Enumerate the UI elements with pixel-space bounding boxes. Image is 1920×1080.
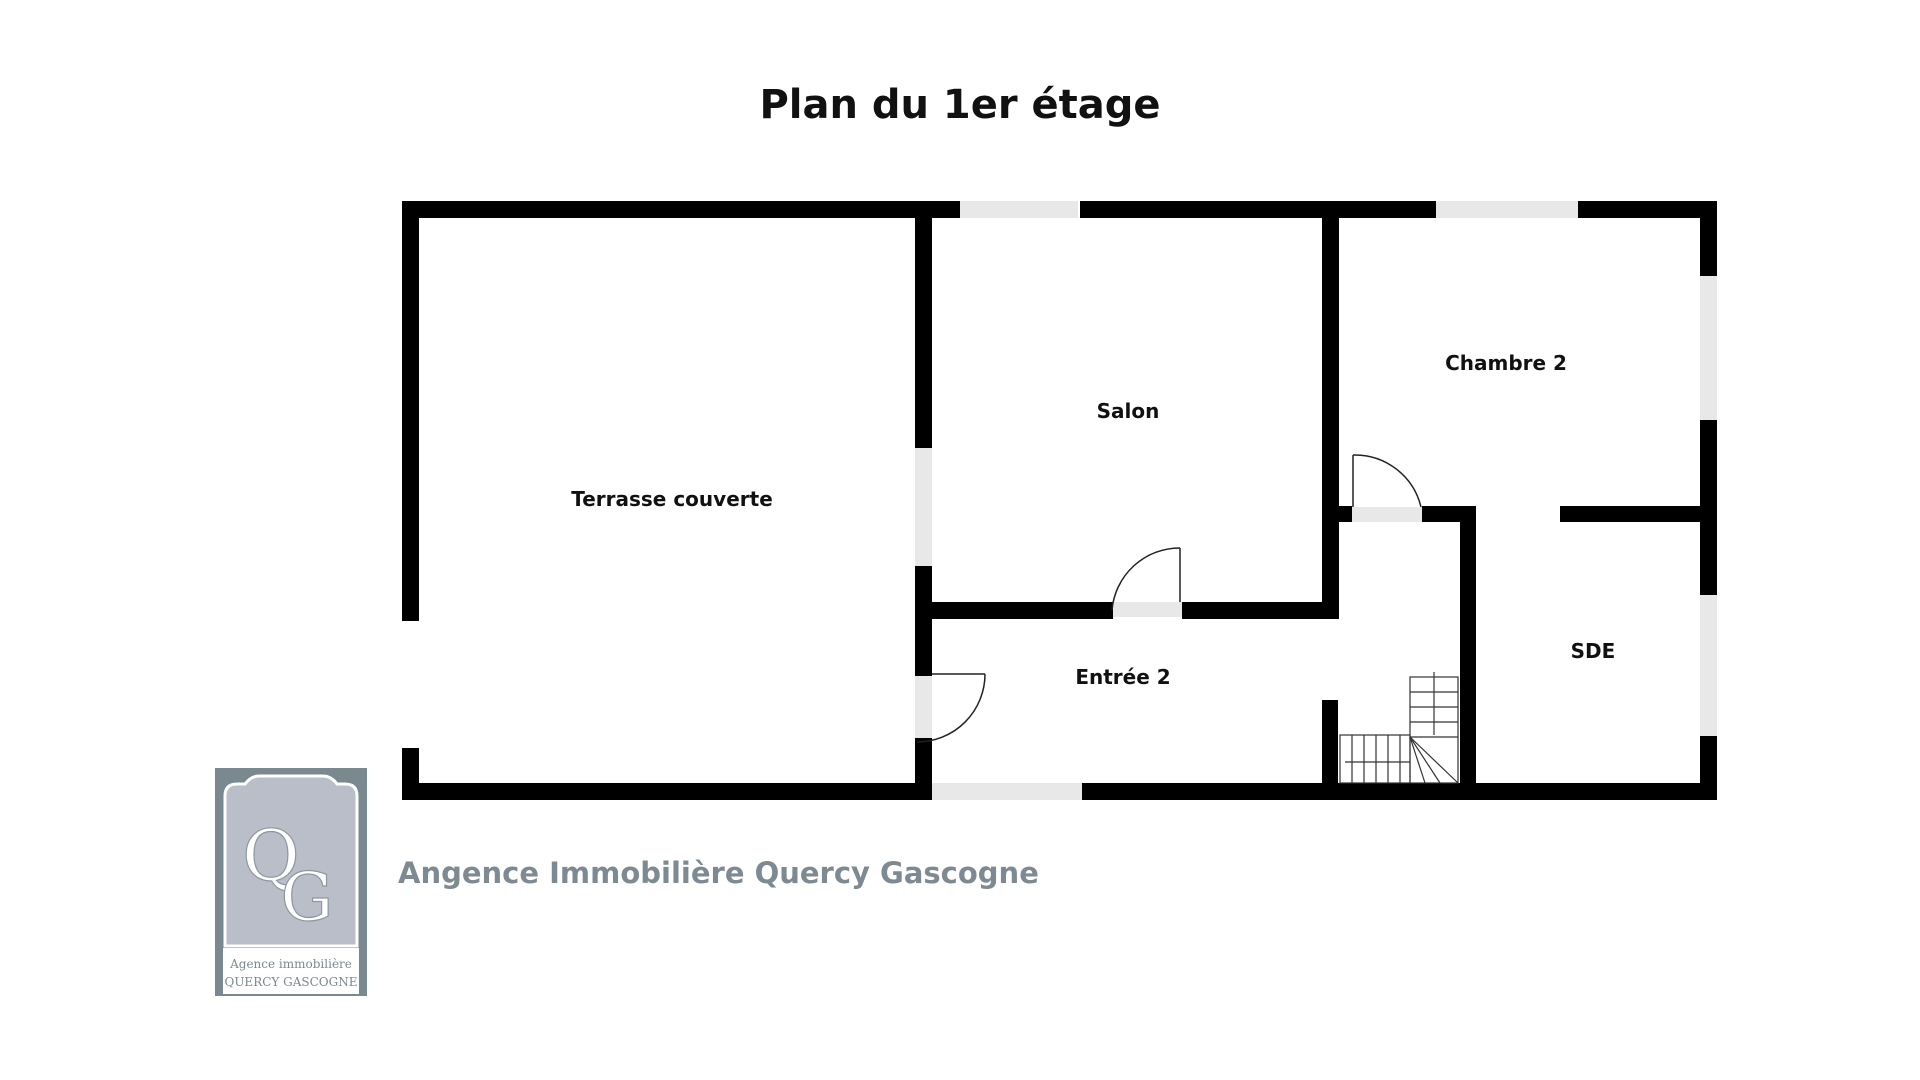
door-terrasse-opening xyxy=(915,676,932,738)
wall-salon-bottom-right xyxy=(1182,602,1338,619)
room-label-terrasse: Terrasse couverte xyxy=(571,487,773,511)
wall-top-terrasse xyxy=(402,201,960,218)
doors xyxy=(915,454,1422,743)
wall-salon-chambre xyxy=(1322,201,1339,619)
windows xyxy=(915,201,1717,800)
wall-salon-bottom-left xyxy=(915,602,1113,619)
stair-lower-run xyxy=(1339,734,1411,784)
wall-top-salon xyxy=(1080,201,1436,218)
walls xyxy=(402,201,1717,800)
window-terrasse-salon xyxy=(915,448,932,566)
wall-terrasse-entree-lower xyxy=(915,738,932,800)
room-label-salon: Salon xyxy=(1097,399,1160,423)
room-label-entree: Entrée 2 xyxy=(1075,665,1170,689)
door-salon-opening xyxy=(1113,602,1182,617)
window-sde-right xyxy=(1700,595,1717,736)
wall-top-chambre xyxy=(1578,201,1716,218)
wall-bottom-right xyxy=(1082,783,1716,800)
window-chambre xyxy=(1436,201,1578,218)
logo-line2: QUERCY GASCOGNE xyxy=(224,975,357,989)
agency-logo: Q G Agence immobilière QUERCY GASCOGNE xyxy=(215,768,367,996)
svg-text:Q: Q xyxy=(242,815,299,897)
window-chambre-right xyxy=(1700,276,1717,420)
window-salon xyxy=(960,201,1078,218)
wall-terrasse-salon-upper xyxy=(915,201,932,448)
staircase xyxy=(1339,672,1459,784)
wall-stair-left xyxy=(1322,700,1338,800)
wall-right-top xyxy=(1700,201,1717,276)
room-label-chambre: Chambre 2 xyxy=(1445,351,1567,375)
door-chambre-opening xyxy=(1352,507,1422,522)
plan-title: Plan du 1er étage xyxy=(759,82,1161,128)
agency-name: Angence Immobilière Quercy Gascogne xyxy=(398,856,1039,890)
wall-right-bottom xyxy=(1700,736,1717,800)
wall-chambre-sde xyxy=(1560,506,1717,522)
logo-line1: Agence immobilière xyxy=(229,957,352,971)
door-chambre-arc xyxy=(1352,454,1422,508)
wall-terrasse-entree-mid xyxy=(915,566,932,676)
door-terrasse-arc xyxy=(916,673,986,743)
room-label-sde: SDE xyxy=(1571,639,1616,663)
svg-text:G: G xyxy=(281,859,334,936)
wall-left-upper xyxy=(402,201,419,621)
wall-bottom-terrasse xyxy=(402,783,932,800)
wall-sde-left xyxy=(1460,506,1476,800)
door-salon-arc xyxy=(1111,547,1181,611)
wall-chambre-bottom-left xyxy=(1322,506,1352,522)
window-entree-bottom xyxy=(932,783,1082,800)
